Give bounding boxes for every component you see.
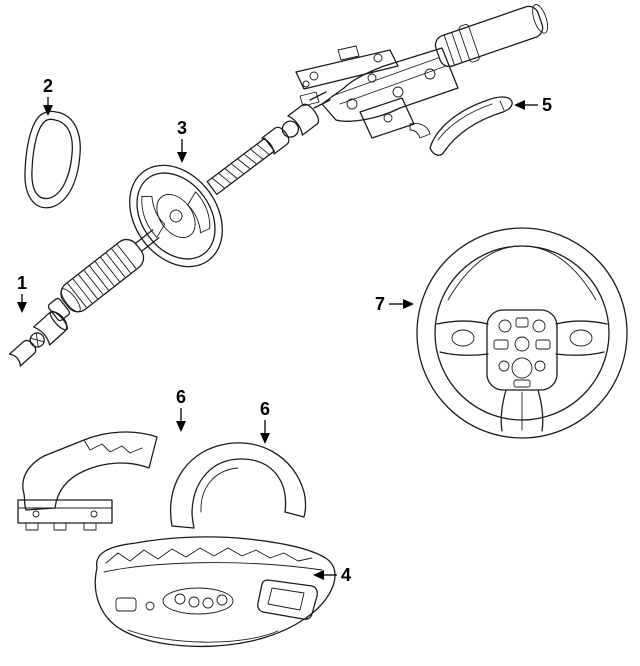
steering-column-housing [295, 45, 459, 139]
callout-3[interactable]: 3 [177, 118, 187, 163]
callout-3-arrow-icon [177, 152, 187, 163]
callout-7-arrow-icon [403, 299, 414, 309]
callout-4-label: 4 [341, 565, 351, 585]
callout-2-label: 2 [43, 76, 53, 96]
callout-2-arrow-icon [43, 105, 53, 116]
callout-6-left-arrow-icon [176, 421, 186, 432]
steering-wheel-hub [486, 309, 558, 391]
upper-universal-joint [261, 103, 320, 155]
part-column-cover-left [17, 431, 158, 531]
part-lower-universal-joint [8, 310, 68, 367]
callout-1-label: 1 [17, 273, 27, 293]
part-seal [24, 110, 81, 209]
column-boot [47, 229, 160, 322]
part-release-lever [429, 96, 513, 156]
part-lower-column-cover [94, 536, 336, 648]
callout-1[interactable]: 1 [17, 273, 27, 313]
part-steering-wheel [416, 227, 628, 439]
callout-6-right-arrow-icon [260, 433, 270, 444]
callout-3-label: 3 [177, 118, 187, 138]
callout-5-label: 5 [542, 95, 552, 115]
callout-5[interactable]: 5 [514, 95, 552, 115]
callout-4[interactable]: 4 [313, 565, 351, 585]
callout-6-left[interactable]: 6 [176, 387, 186, 432]
splined-shaft [206, 137, 275, 196]
callout-4-arrow-icon [313, 570, 324, 580]
callout-7[interactable]: 7 [375, 294, 414, 314]
callout-1-arrow-icon [17, 302, 27, 313]
callout-5-arrow-icon [514, 100, 525, 110]
upper-shaft-cylinder [434, 4, 549, 68]
part-column-cover-right [170, 442, 307, 529]
callout-7-label: 7 [375, 294, 385, 314]
part-coupling-housing [129, 164, 223, 268]
callout-6-left-label: 6 [176, 387, 186, 407]
callout-6-right[interactable]: 6 [260, 399, 270, 444]
callout-6-right-label: 6 [260, 399, 270, 419]
callout-2[interactable]: 2 [43, 76, 53, 116]
